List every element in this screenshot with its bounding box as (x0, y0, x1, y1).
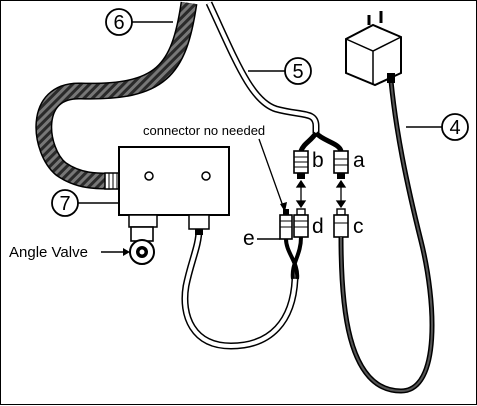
braided-hose (35, 1, 198, 190)
control-box (118, 146, 230, 235)
angle-valve (129, 226, 155, 265)
box-cable (181, 228, 303, 350)
power-adapter (345, 11, 402, 87)
callout-4-label: 4 (449, 117, 460, 139)
connector-e-plug (279, 209, 293, 240)
callout-7-label: 7 (59, 193, 70, 215)
connector-note-leader (258, 138, 285, 210)
adapter-cable (338, 80, 435, 394)
connector-b-label: b (312, 149, 324, 172)
connect-arrows (295, 179, 347, 209)
callout-4: 4 (406, 113, 469, 141)
callout-6: 6 (105, 8, 173, 36)
connector-note-arrowhead (280, 202, 287, 212)
connector-c-label: c (353, 215, 364, 238)
callout-6-label: 6 (113, 12, 124, 34)
angle-valve-arrowhead (123, 248, 130, 256)
connector-d-socket (293, 208, 309, 238)
callout-7: 7 (51, 189, 119, 217)
connector-a-plug (333, 150, 349, 179)
connector-note: connector no needed (143, 123, 265, 138)
callout-5-label: 5 (292, 61, 303, 83)
connector-c-socket (333, 208, 349, 238)
connector-e-label: e (243, 227, 255, 250)
sensor-cable (205, 1, 344, 153)
connector-d-label: d (312, 215, 324, 238)
connector-a-label: a (353, 149, 365, 172)
connector-b-plug (293, 150, 309, 179)
angle-valve-label: Angle Valve (9, 244, 88, 261)
callout-5: 5 (248, 57, 312, 85)
